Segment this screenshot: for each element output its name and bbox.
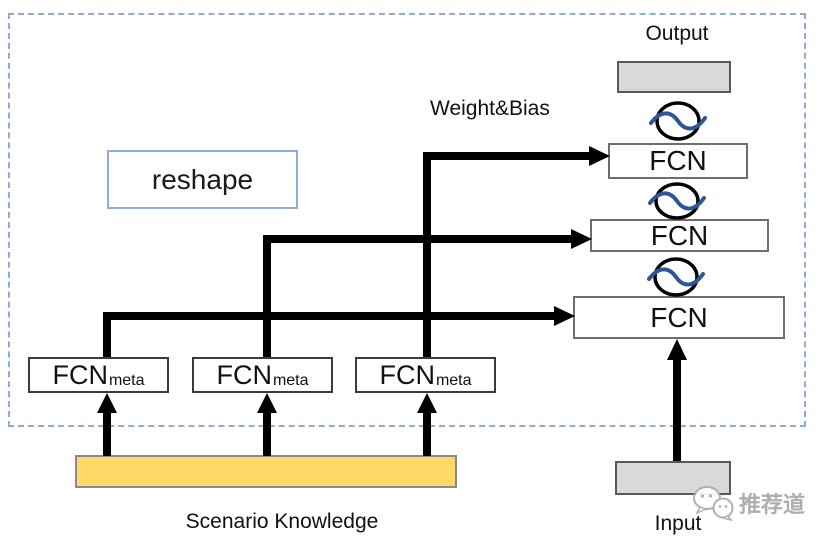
fcn-meta-label: FCN bbox=[379, 359, 435, 390]
fcn-meta-subscript: meta bbox=[272, 372, 309, 389]
fcn-layer-box-middle: FCN bbox=[590, 219, 769, 252]
watermark-text: 推荐道 bbox=[739, 492, 806, 517]
fcn-layer-label: FCN bbox=[649, 145, 707, 176]
output-label: Output bbox=[645, 22, 709, 45]
reshape-box: reshape bbox=[107, 150, 298, 209]
watermark: 推荐道 bbox=[692, 485, 805, 521]
output-box bbox=[617, 61, 731, 93]
fcn-layer-label: FCN bbox=[650, 301, 708, 333]
input-label: Input bbox=[654, 512, 702, 535]
wechat-bubbles-icon bbox=[693, 486, 734, 521]
weight-bias-label: Weight&Bias bbox=[430, 97, 550, 120]
scenario-knowledge-bar bbox=[75, 455, 457, 488]
reshape-label: reshape bbox=[151, 163, 254, 195]
fcn-meta-subscript: meta bbox=[435, 372, 472, 389]
meta-network-dashed-region bbox=[8, 13, 806, 427]
fcn-layer-label: FCN bbox=[650, 219, 709, 251]
scenario-knowledge-label: Scenario Knowledge bbox=[185, 510, 379, 533]
fcn-meta-label: FCN bbox=[52, 359, 108, 390]
fcn-meta-label: FCN bbox=[216, 359, 272, 390]
fcn-meta-subscript: meta bbox=[108, 372, 145, 389]
fcn-layer-box-top: FCN bbox=[608, 143, 748, 179]
fcn-layer-box-bottom: FCN bbox=[573, 296, 785, 339]
